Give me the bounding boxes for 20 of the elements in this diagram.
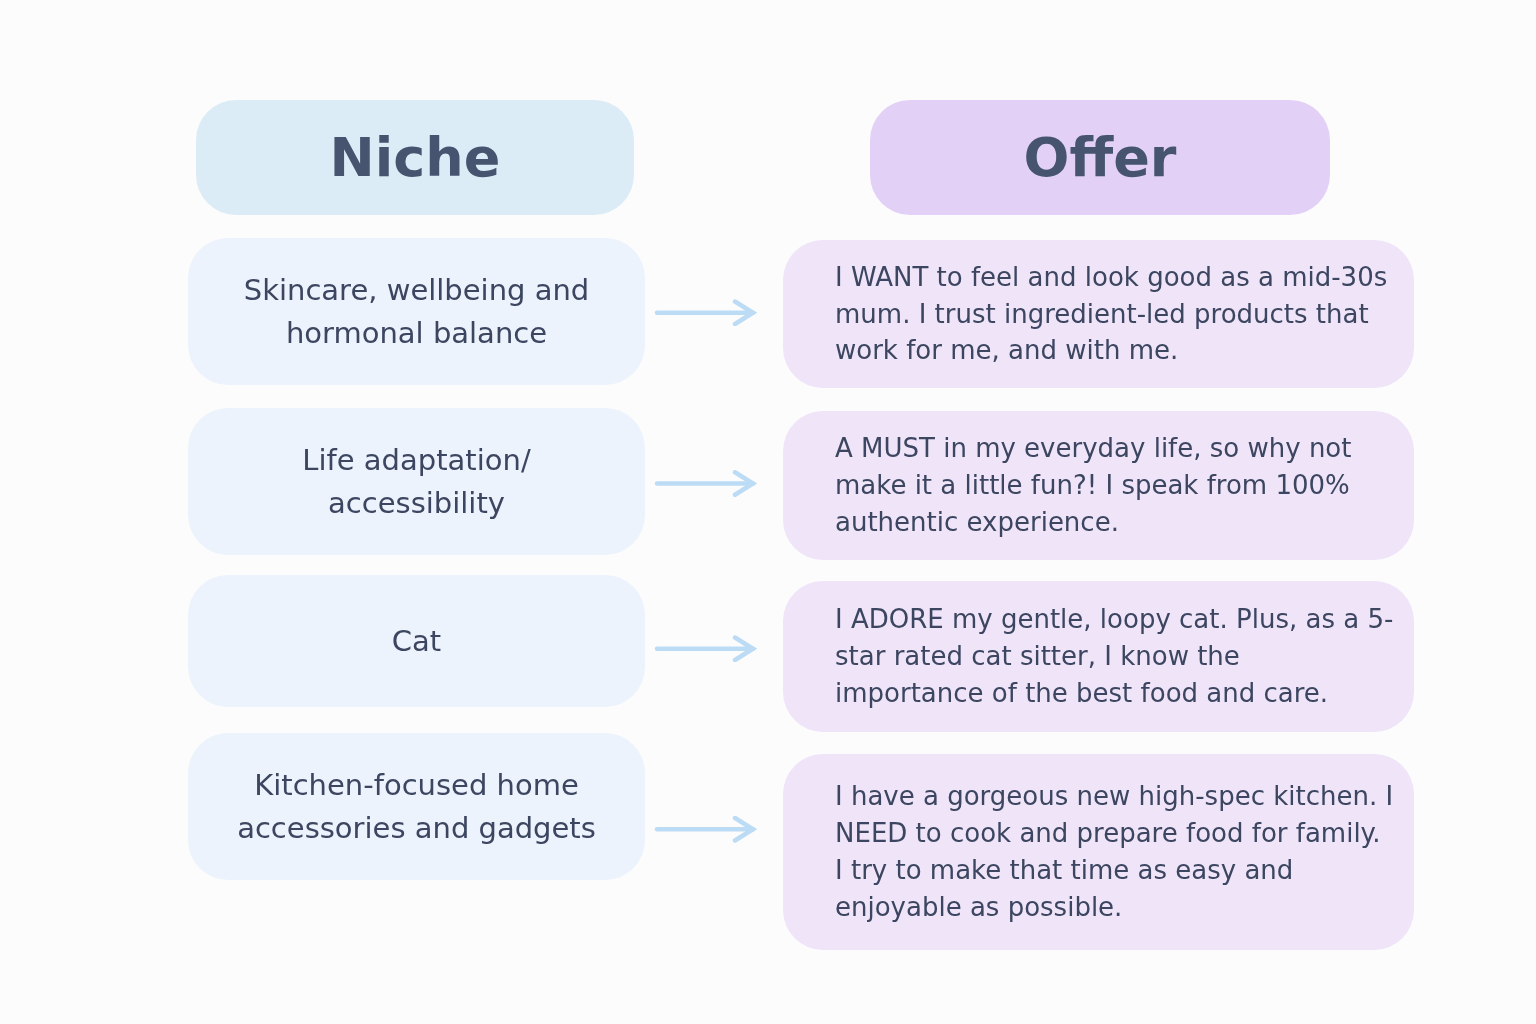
offer-card [783,754,1414,950]
card-text: Niche [328,126,502,189]
card-text: A MUST in my everyday life, so why not make it a little fun?! I speak from 100% authentic experience. [835,432,1353,539]
card-text: Offer [1022,126,1178,189]
card-text: I have a gorgeous new high-spec kitchen. I NEED to cook and prepare food for family. I try to make that time as easy and enjoyable as possible. [835,780,1394,924]
column-header [196,100,634,215]
offer-card [783,240,1414,388]
arrow [654,635,756,663]
column-header [870,100,1330,215]
card-text: Skincare, wellbeing and hormonal balance [242,272,591,352]
arrow [654,470,756,497]
card-text: Cat [390,622,443,660]
arrow [654,815,756,843]
card-text: I ADORE my gentle, loopy cat. Plus, as a 5-star rated cat sitter, I know the importance of the best food and care. [835,603,1394,710]
card-text: I WANT to feel and look good as a mid-30s mum. I trust ingredient-led products that work for me, and with me. [835,260,1389,368]
offer-card [783,581,1414,732]
card-text: Kitchen-focused home accessories and gadgets [236,767,597,847]
arrow [654,299,756,327]
card-text: Life adaptation/ accessibility [301,442,532,522]
offer-card [783,411,1414,560]
